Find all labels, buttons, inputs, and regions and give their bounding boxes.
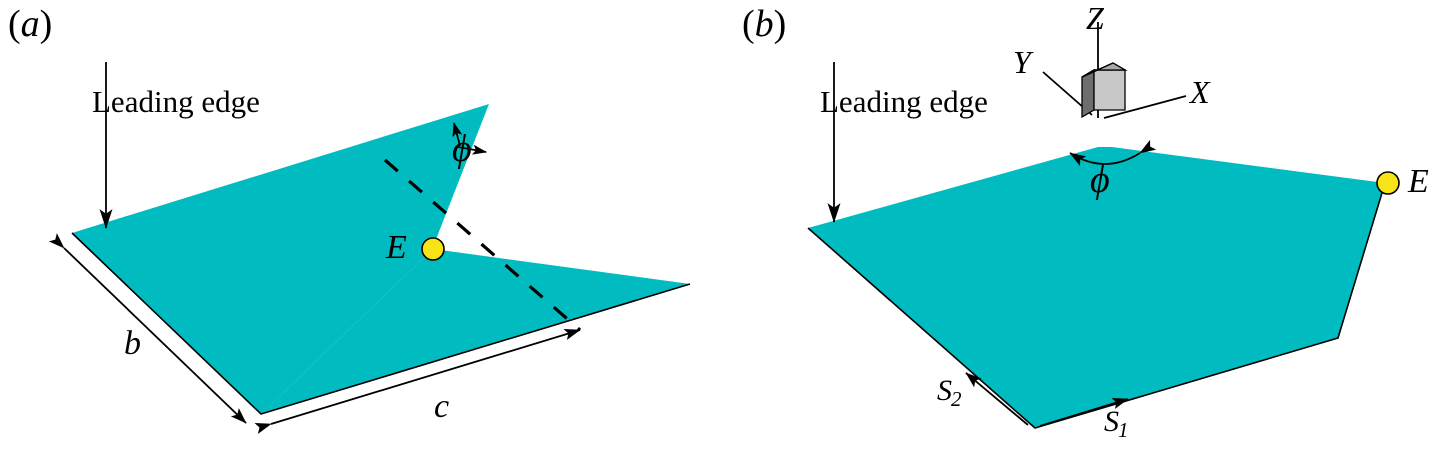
axis-label-z-b: Z [1086, 0, 1104, 36]
side-edge-arrow-s2-b [965, 372, 1029, 426]
s2-letter: S [937, 374, 952, 407]
side-edge-arrow-s1-b [1039, 398, 1129, 427]
coordinate-axes-b [1042, 22, 1187, 119]
panel-tag-b-open: ( [742, 3, 755, 45]
apex-label-e-a: E [386, 229, 407, 266]
axis-line-x-b [1103, 95, 1187, 119]
chord-label-c-a: c [434, 388, 450, 425]
wing-outline-b [807, 182, 1386, 429]
apex-marker-b [1376, 171, 1400, 195]
cube-face-front-b [1093, 69, 1126, 111]
apex-label-e-b: E [1408, 163, 1429, 200]
phi-angle-arrow-up-a [452, 121, 463, 147]
leading-edge-label-b: Leading edge [820, 84, 988, 119]
panel-tag-a-close: ) [39, 3, 53, 45]
panel-tag-a: (a) [8, 2, 52, 46]
apex-marker-a [421, 237, 445, 261]
cube-face-top-left-b [1081, 62, 1128, 78]
span-dimension-arrow-a [48, 233, 247, 424]
phi-label-b: ϕ [1090, 159, 1110, 201]
s1-letter: S [1104, 405, 1119, 438]
panel-tag-b-close: ) [773, 3, 787, 45]
span-label-b-a: b [124, 325, 141, 362]
side-edge-label-s2-b: S2 [937, 374, 963, 411]
panel-tag-b-letter: b [754, 3, 774, 45]
hinge-crease-line-a [383, 158, 582, 332]
panel-tag-a-letter: a [20, 3, 40, 45]
phi-angle-arrow-right-a [457, 144, 488, 155]
side-edge-label-s1-b: S1 [1104, 405, 1130, 442]
s1-subscript: 1 [1118, 418, 1129, 442]
leading-edge-label-a: Leading edge [92, 84, 260, 119]
panel-a [48, 62, 691, 435]
phi-label-a: ϕ [452, 128, 472, 170]
s2-subscript: 2 [951, 387, 962, 411]
panel-b [807, 22, 1400, 429]
phi-sweep-arc-b [1069, 139, 1157, 167]
wing-surface-b [808, 147, 1385, 428]
chord-dimension-arrow-a [254, 328, 581, 435]
panel-tag-b: (b) [742, 2, 786, 46]
axis-label-x-b: X [1190, 74, 1210, 110]
cube-face-left-b [1081, 68, 1095, 119]
axis-label-y-b: Y [1013, 44, 1031, 80]
panel-tag-a-open: ( [8, 3, 21, 45]
